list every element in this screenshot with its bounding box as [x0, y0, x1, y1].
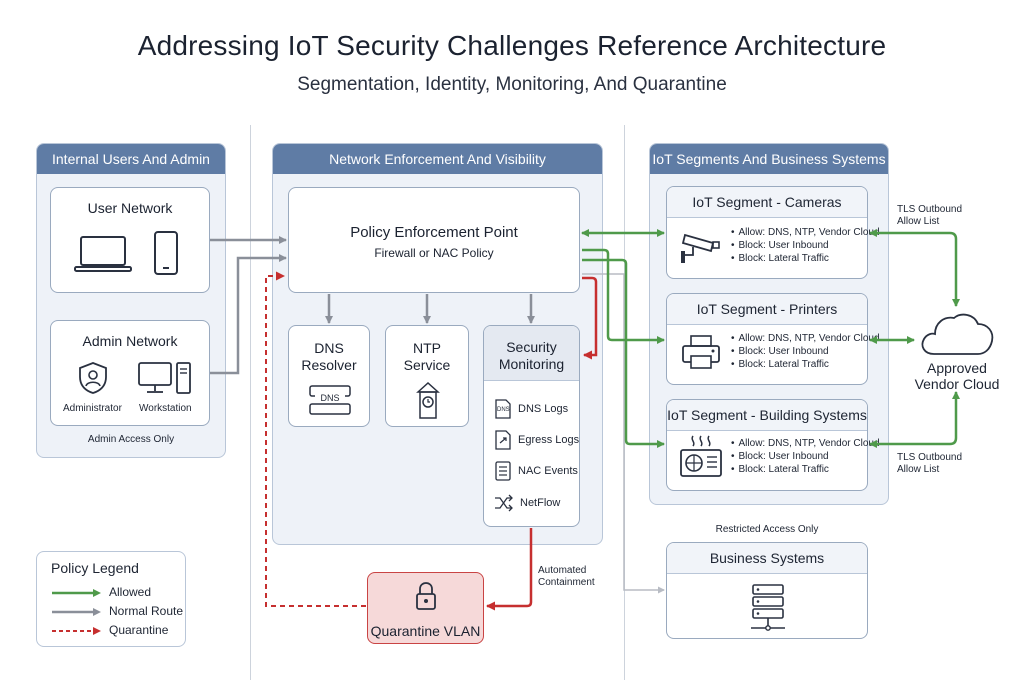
iot-segment-building-systems: IoT Segment - Building Systems Allow: DN… [666, 399, 880, 491]
quarantine-vlan-box: Quarantine VLAN [367, 572, 484, 644]
egress-logs-label: Egress Logs [518, 434, 580, 446]
business-systems-title: Business Systems [667, 543, 867, 574]
policy-enforcement-point: Policy Enforcement Point Firewall or NAC… [288, 187, 580, 293]
monitoring-header [484, 326, 579, 381]
building-rule: Block: User Inbound [731, 451, 829, 462]
nac-events-label: NAC Events [518, 465, 578, 477]
dns-resolver-box: DNS Resolver DNS [288, 325, 370, 427]
admin-network-box: Admin Network Administrator Workstation [50, 320, 210, 426]
diagram-subtitle: Segmentation, Identity, Monitoring, And … [297, 74, 727, 95]
printers-rule: Allow: DNS, NTP, Vendor Cloud [731, 333, 880, 344]
monitoring-title-line2: Monitoring [498, 356, 565, 372]
legend-normal-route: Normal Route [51, 603, 183, 619]
pep-title: Policy Enforcement Point [350, 224, 518, 241]
egress-log-icon [495, 430, 511, 450]
containment-line2: Containment [538, 577, 595, 588]
cloud-label-line2: Vendor Cloud [914, 376, 1000, 392]
monitoring-title-line1: Security [506, 339, 557, 355]
cloud-label-line1: Approved [927, 360, 987, 376]
iot-segment-title: IoT Segment - Building Systems [667, 400, 867, 431]
diagram-title: Addressing IoT Security Challenges Refer… [137, 30, 887, 61]
iot-segment-printers: IoT Segment - Printers Allow: DNS, NTP, … [666, 293, 880, 385]
tls-bottom-line1: TLS Outbound [897, 452, 963, 463]
legend-allowed: Allowed [51, 584, 151, 600]
iot-segment-title: IoT Segment - Cameras [667, 187, 867, 218]
column-header: Internal Users And Admin [37, 144, 225, 174]
legend-normal-label: Normal Route [109, 604, 184, 618]
user-network-box: User Network [50, 187, 210, 293]
dns-title-line1: DNS [314, 340, 344, 356]
legend-quarantine: Quarantine [51, 622, 168, 638]
workstation-icon [138, 362, 191, 394]
dns-title-line2: Resolver [301, 357, 357, 373]
containment-line1: Automated [538, 565, 587, 576]
padlock-icon [416, 582, 436, 610]
printers-rule: Block: Lateral Traffic [731, 359, 829, 370]
dns-log-badge: DNS [497, 407, 510, 413]
security-monitoring-box: Security Monitoring DNS Logs DNS Egress … [483, 325, 580, 527]
iot-segment-title: IoT Segment - Printers [667, 294, 867, 325]
smartphone-icon [154, 231, 178, 275]
legend-allowed-label: Allowed [109, 585, 152, 599]
hvac-unit-icon [680, 435, 722, 477]
pep-subtitle: Firewall or NAC Policy [374, 246, 494, 260]
netflow-label: NetFlow [520, 497, 561, 509]
legend-title: Policy Legend [51, 560, 139, 576]
policy-legend: Policy Legend Allowed Normal Route Quara… [36, 551, 186, 647]
administrator-label: Administrator [63, 403, 122, 414]
egress-logs-item: Egress Logs [494, 429, 579, 451]
dns-logs-label: DNS Logs [518, 403, 569, 415]
column-header: IoT Segments And Business Systems [650, 144, 888, 174]
gray-arrow-icon [52, 607, 101, 616]
cameras-rule: Allow: DNS, NTP, Vendor Cloud [731, 227, 880, 238]
ntp-service-box: NTP Service [385, 325, 469, 427]
security-camera-icon [681, 233, 720, 263]
column-divider [624, 125, 625, 680]
green-arrow-icon [52, 588, 101, 597]
nac-event-icon [495, 461, 511, 481]
building-rule: Allow: DNS, NTP, Vendor Cloud [731, 438, 880, 449]
printer-icon [682, 335, 720, 369]
column-divider [250, 125, 251, 680]
quarantine-title: Quarantine VLAN [370, 623, 481, 639]
admin-network-title: Admin Network [82, 333, 178, 349]
iot-segment-cameras: IoT Segment - Cameras Allow: DNS, NTP, V… [666, 186, 880, 279]
dns-badge: DNS [315, 393, 345, 403]
laptop-icon [74, 236, 132, 272]
printers-rule: Block: User Inbound [731, 346, 829, 357]
admin-access-note: Admin Access Only [87, 434, 175, 445]
column-header: Network Enforcement And Visibility [273, 144, 602, 174]
ntp-title-line2: Service [403, 357, 451, 373]
business-systems-box: Business Systems [666, 542, 868, 639]
netflow-shuffle-icon [495, 494, 513, 512]
clock-tower-icon [416, 381, 440, 419]
admin-shield-icon [79, 362, 107, 394]
nac-events-item: NAC Events [494, 460, 578, 482]
cameras-rule: Block: User Inbound [731, 240, 829, 251]
tls-bottom-line2: Allow List [897, 464, 940, 475]
dns-logs-item: DNS Logs [494, 398, 568, 420]
cameras-rule: Block: Lateral Traffic [731, 253, 829, 264]
vendor-cloud-icon [921, 313, 994, 355]
legend-quarantine-label: Quarantine [109, 623, 169, 637]
user-network-title: User Network [87, 200, 173, 216]
dns-log-icon [495, 399, 511, 419]
restricted-access-note: Restricted Access Only [715, 524, 819, 535]
ntp-title-line1: NTP [413, 340, 441, 356]
red-dashed-arrow-icon [52, 626, 101, 635]
workstation-label: Workstation [139, 403, 192, 414]
tls-top-line2: Allow List [897, 216, 940, 227]
netflow-item: NetFlow [494, 492, 560, 514]
building-rule: Block: Lateral Traffic [731, 464, 829, 475]
server-rack-icon [751, 584, 785, 631]
tls-top-line1: TLS Outbound [897, 204, 963, 215]
